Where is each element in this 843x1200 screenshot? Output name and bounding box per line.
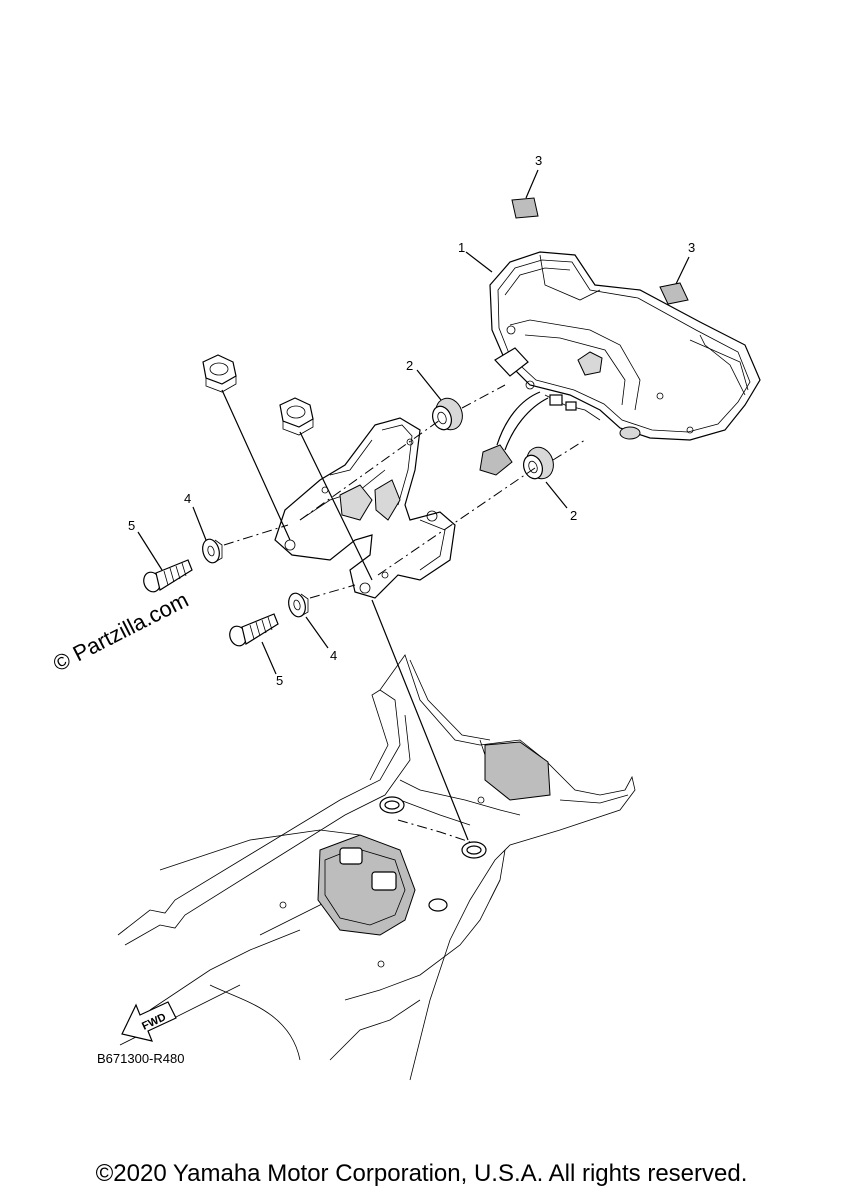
callout-5-upper: 5 bbox=[128, 518, 135, 533]
hex-nut-left bbox=[202, 354, 237, 393]
copyright-notice: ©2020 Yamaha Motor Corporation, U.S.A. A… bbox=[95, 1160, 748, 1187]
pad-upper bbox=[511, 197, 539, 219]
grommet-lower bbox=[522, 446, 554, 480]
callout-1: 1 bbox=[458, 240, 465, 255]
meter-assembly bbox=[479, 251, 761, 476]
leader-lines bbox=[137, 169, 690, 675]
callout-2-lower: 2 bbox=[570, 508, 577, 523]
callout-3-right: 3 bbox=[688, 240, 695, 255]
washer-lower bbox=[288, 592, 309, 618]
fwd-arrow: FWD bbox=[121, 1001, 177, 1042]
callout-labels: 3 3 1 2 2 4 4 5 5 bbox=[128, 153, 695, 688]
grommet-upper bbox=[431, 397, 463, 431]
meter-bracket bbox=[274, 417, 456, 599]
frame-body-panel bbox=[117, 654, 636, 1081]
bolt-lower bbox=[229, 613, 279, 647]
callout-5-lower: 5 bbox=[276, 673, 283, 688]
hex-nut-right bbox=[279, 397, 314, 436]
callout-4-lower: 4 bbox=[330, 648, 337, 663]
bolt-upper bbox=[143, 559, 193, 593]
assembly-lines bbox=[221, 384, 586, 841]
diagram-code: B671300-R480 bbox=[97, 1051, 184, 1066]
callout-4-upper: 4 bbox=[184, 491, 191, 506]
partzilla-watermark: © Partzilla.com bbox=[49, 587, 192, 677]
callout-3-upper: 3 bbox=[535, 153, 542, 168]
callout-2-upper: 2 bbox=[406, 358, 413, 373]
washer-upper bbox=[202, 538, 223, 564]
pad-right bbox=[659, 282, 689, 305]
